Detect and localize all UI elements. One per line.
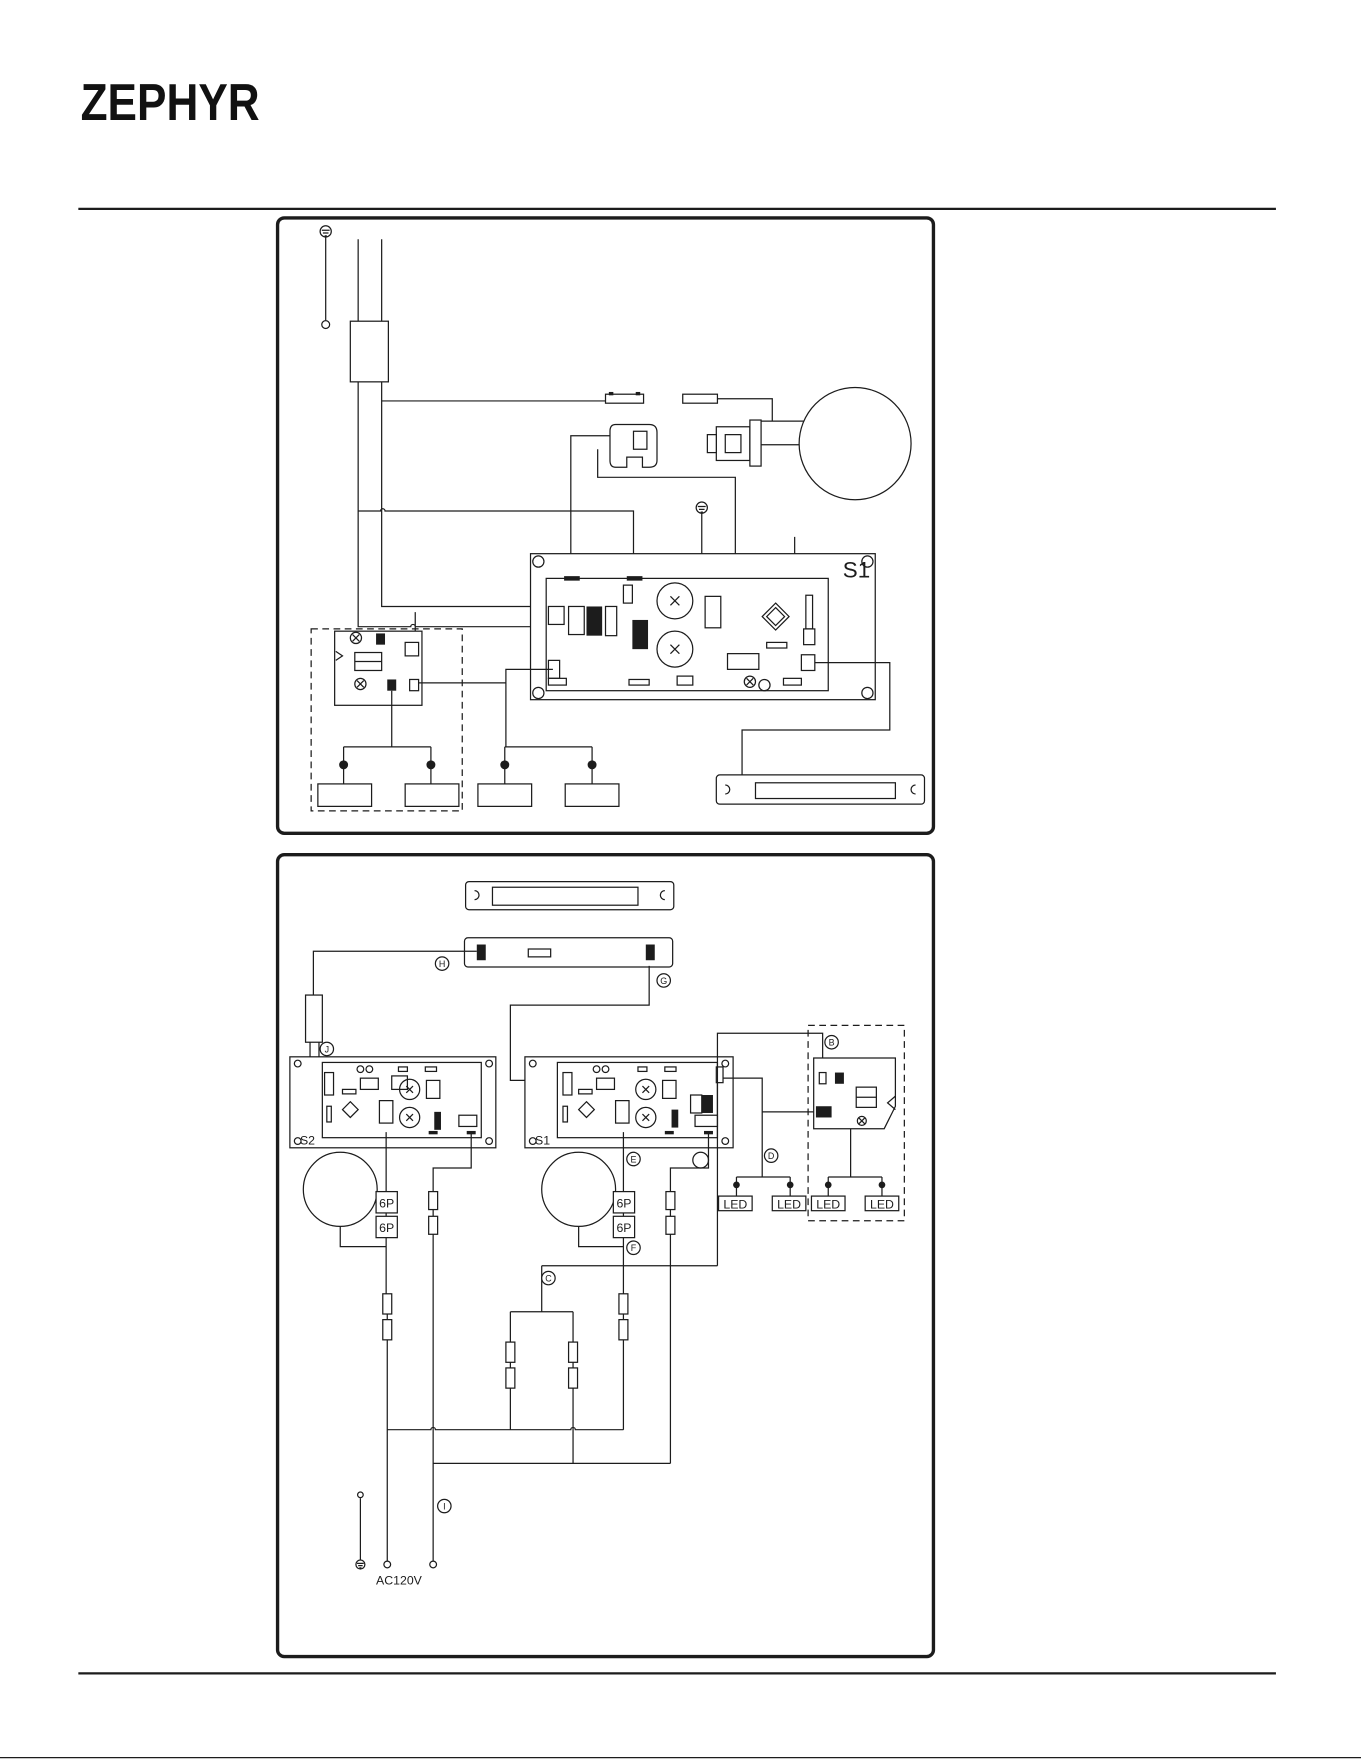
neutral-terminal (430, 1561, 437, 1568)
junction-dot (426, 760, 435, 769)
board-label-s1-bottom: S1 (535, 1133, 550, 1147)
callout-label: F (631, 1243, 637, 1253)
wire-h (313, 951, 476, 995)
control-board-s2 (290, 1057, 496, 1148)
line-terminal (384, 1561, 391, 1568)
junction-dot (787, 1181, 794, 1188)
callout-i: I (438, 1499, 451, 1512)
light-module (565, 784, 619, 806)
callout-label: I (443, 1501, 445, 1511)
led-bar-icon (466, 882, 674, 910)
line-filter (350, 321, 388, 382)
motor-plug-male (707, 420, 761, 466)
callout-label: E (631, 1154, 637, 1164)
callout-label: D (768, 1151, 775, 1161)
callout-label: B (829, 1038, 835, 1048)
light-module (318, 784, 372, 806)
connector-6p: 6P (613, 1216, 634, 1237)
callout-f: F (627, 1241, 640, 1254)
connector-6p-label: 6P (616, 1196, 631, 1210)
light-board (335, 631, 422, 705)
ground-icon (696, 502, 707, 513)
callout-j: J (320, 1042, 333, 1055)
led-label: LED (777, 1197, 801, 1211)
callout-label: H (439, 959, 445, 969)
line-filter (306, 995, 323, 1042)
led-module: LED (719, 1196, 753, 1211)
callout-h: H (435, 957, 448, 970)
callout-d: D (764, 1149, 777, 1162)
bottom-diagram-frame (278, 855, 934, 1657)
motor-plug-female (610, 425, 657, 468)
ground-icon (356, 1560, 365, 1569)
junction-dot (588, 760, 597, 769)
led-label: LED (816, 1197, 840, 1211)
motor-icon (303, 1152, 377, 1226)
motor-connector-right (683, 394, 718, 403)
junction-dot (733, 1181, 740, 1188)
callout-label: C (545, 1273, 552, 1283)
led-driver-bar (464, 938, 672, 967)
callout-label: G (660, 976, 667, 986)
light-board (814, 1058, 896, 1129)
ground-terminal (358, 1492, 364, 1498)
led-label: LED (870, 1197, 894, 1211)
callout-label: J (325, 1044, 329, 1054)
motor-connector-left (606, 392, 644, 403)
motor-icon (799, 387, 911, 499)
board-label-s1: S1 (843, 557, 870, 582)
s1-wiring (579, 1132, 709, 1463)
connector-6p-label: 6P (379, 1221, 394, 1235)
control-board-s1-bottom (525, 1057, 733, 1148)
led-module: LED (865, 1196, 899, 1211)
connector-6p-label: 6P (616, 1221, 631, 1235)
s2-wiring (340, 1132, 471, 1561)
callout-b: B (825, 1035, 838, 1048)
supply-bus (387, 1266, 717, 1464)
led-label: LED (723, 1197, 747, 1211)
board-label-s2: S2 (300, 1133, 315, 1147)
bottom-diagram: S2 S1 (278, 855, 934, 1657)
junction-dot (825, 1181, 832, 1188)
ground-icon (320, 226, 331, 237)
callout-g: G (657, 974, 670, 987)
ground-terminal (322, 321, 330, 329)
led-module: LED (772, 1196, 806, 1211)
supply-voltage-label: AC120V (376, 1574, 423, 1588)
callout-e: E (627, 1152, 640, 1165)
led-module: LED (811, 1196, 845, 1211)
top-diagram-frame (278, 218, 934, 833)
indicator-circle (693, 1152, 709, 1168)
control-board-s1 (531, 554, 876, 700)
connector-6p: 6P (376, 1192, 397, 1213)
brand-logo: ZEPHYR (81, 73, 260, 131)
junction-dot (879, 1181, 886, 1188)
top-diagram: S1 (278, 218, 934, 833)
light-module (478, 784, 532, 806)
motor-icon (542, 1152, 616, 1226)
light-module (405, 784, 459, 806)
connector-6p: 6P (613, 1192, 634, 1213)
junction-dot (339, 760, 348, 769)
led-bar-icon (716, 775, 924, 804)
connector-6p: 6P (376, 1216, 397, 1237)
callout-c: C (542, 1271, 555, 1284)
junction-dot (500, 760, 509, 769)
connector-6p-label: 6P (379, 1196, 394, 1210)
